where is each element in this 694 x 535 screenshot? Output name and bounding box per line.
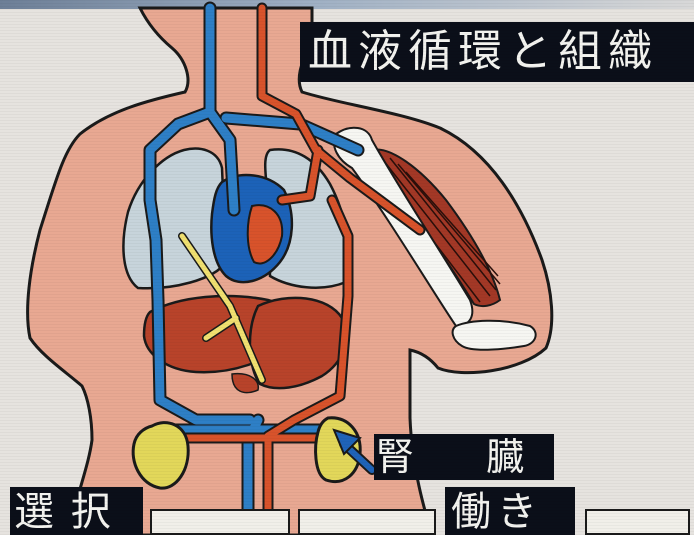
function-button[interactable]: 働き xyxy=(445,487,575,535)
kidney-left xyxy=(133,423,188,489)
function-slot[interactable] xyxy=(585,509,690,535)
screen-title: 血液循環と組織 xyxy=(300,22,694,82)
select-slot-2[interactable] xyxy=(298,509,436,535)
organ-label: 腎 臓 xyxy=(374,434,554,480)
forearm-bone xyxy=(453,321,536,350)
select-slot-1[interactable] xyxy=(150,509,290,535)
select-button[interactable]: 選 択 xyxy=(10,487,143,535)
